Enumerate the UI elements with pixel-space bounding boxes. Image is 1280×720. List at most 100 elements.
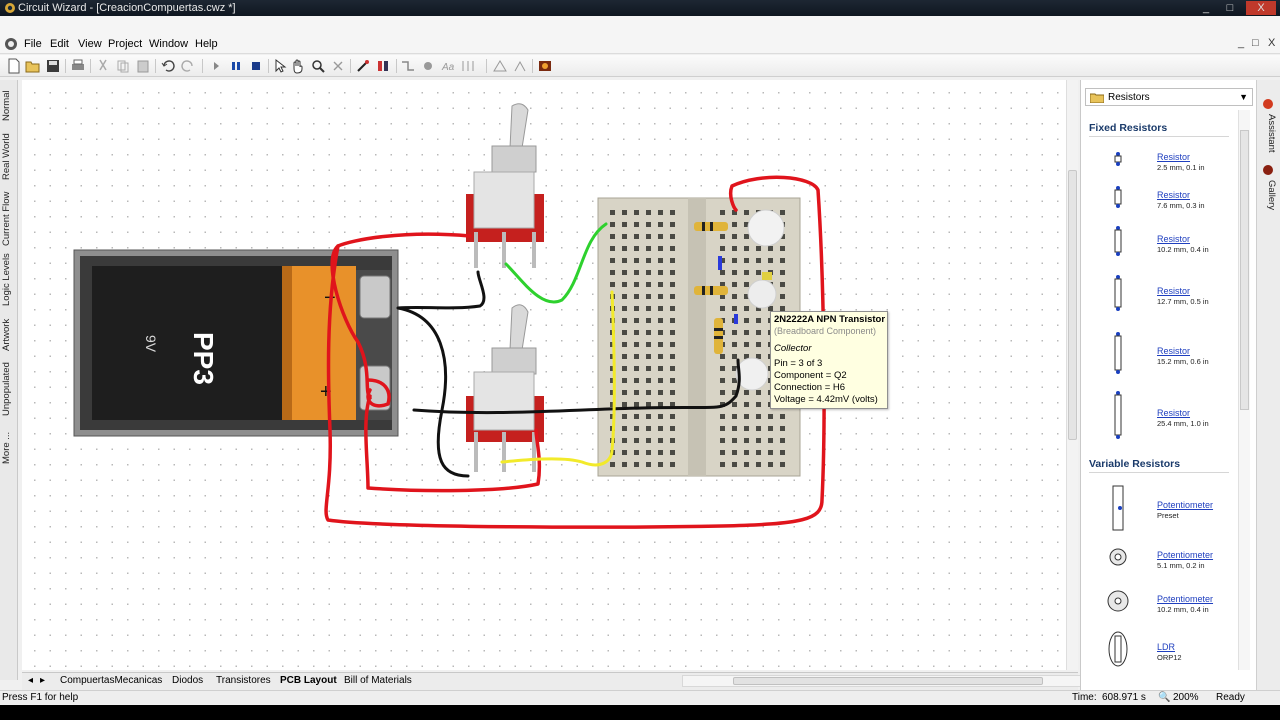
- transistor-q3[interactable]: [735, 357, 769, 391]
- mdi-restore-button[interactable]: □: [1252, 37, 1259, 49]
- tab-scroll-right-icon[interactable]: ▸: [40, 675, 46, 686]
- copy-icon[interactable]: [115, 58, 131, 74]
- tab-logic-levels[interactable]: Logic Levels: [1, 253, 12, 307]
- step-icon[interactable]: [208, 58, 224, 74]
- gallery-item-name[interactable]: Potentiometer: [1157, 594, 1214, 604]
- gallery-item-name[interactable]: Resistor: [1157, 286, 1191, 296]
- cut-icon[interactable]: [95, 58, 111, 74]
- tab-assistant[interactable]: Assistant: [1266, 114, 1277, 153]
- breadboard-hole: [622, 258, 627, 263]
- transistor-q2[interactable]: [747, 279, 777, 309]
- zoom-icon[interactable]: [310, 58, 326, 74]
- pan-icon[interactable]: [290, 58, 306, 74]
- menu-file[interactable]: File: [24, 38, 42, 50]
- gallery-item-name[interactable]: Resistor: [1157, 234, 1191, 244]
- tab-compuertas-mecanicas[interactable]: CompuertasMecanicas: [60, 675, 163, 686]
- redo-icon[interactable]: [180, 58, 196, 74]
- gallery-item-size: 25.4 mm, 1.0 in: [1157, 419, 1209, 428]
- zoom-icon-status[interactable]: 🔍: [1158, 692, 1171, 703]
- wires[interactable]: [324, 175, 826, 529]
- gallery-scrollbar[interactable]: [1238, 110, 1250, 670]
- gallery-item-name[interactable]: Resistor: [1157, 190, 1191, 200]
- tab-real-world[interactable]: Real World: [1, 133, 12, 181]
- component-icon[interactable]: [375, 58, 391, 74]
- junction-icon[interactable]: [420, 58, 436, 74]
- gallery-item-name[interactable]: Potentiometer: [1157, 500, 1214, 510]
- tab-transistores[interactable]: Transistores: [216, 675, 271, 686]
- gallery-icon[interactable]: [537, 58, 553, 74]
- scrollbar-thumb[interactable]: [1068, 170, 1077, 440]
- breadboard-hole: [744, 318, 749, 323]
- circuit-canvas[interactable]: PP3 9V − +: [22, 80, 1068, 670]
- toggle-switch-bottom[interactable]: [466, 304, 544, 472]
- minimize-button[interactable]: _: [1202, 2, 1210, 14]
- resistor-r3[interactable]: [714, 318, 723, 354]
- resistor-r1[interactable]: [694, 222, 728, 231]
- tab-pcb-layout[interactable]: PCB Layout: [280, 675, 337, 686]
- mdi-minimize-button[interactable]: _: [1238, 37, 1245, 49]
- close-button[interactable]: X: [1246, 1, 1276, 15]
- status-zoom[interactable]: 200%: [1173, 692, 1199, 703]
- gallery-item-name[interactable]: Potentiometer: [1157, 550, 1214, 560]
- delete-icon[interactable]: [330, 58, 346, 74]
- scrollbar-thumb[interactable]: [733, 677, 1043, 685]
- menu-edit[interactable]: Edit: [50, 38, 69, 50]
- probe-icon[interactable]: [355, 58, 371, 74]
- battery-pp3[interactable]: PP3 9V − +: [73, 249, 399, 437]
- resistor-r2[interactable]: [694, 286, 728, 295]
- toggle-switch-top[interactable]: [466, 103, 544, 268]
- menu-help[interactable]: Help: [195, 38, 218, 50]
- open-icon[interactable]: [25, 58, 41, 74]
- wire-icon[interactable]: [400, 58, 416, 74]
- print-icon[interactable]: [70, 58, 86, 74]
- scrollbar-thumb[interactable]: [1240, 130, 1249, 410]
- align-icon[interactable]: [460, 58, 476, 74]
- transistor-q1[interactable]: [747, 209, 785, 247]
- tab-more[interactable]: More ...: [1, 431, 12, 465]
- menu-view[interactable]: View: [78, 38, 102, 50]
- flip-icon[interactable]: [492, 58, 508, 74]
- save-icon[interactable]: [45, 58, 61, 74]
- gallery-item-name[interactable]: LDR: [1157, 642, 1176, 652]
- document-logo-icon[interactable]: [4, 37, 18, 51]
- menu-project[interactable]: Project: [108, 38, 143, 50]
- breadboard-hole: [768, 414, 773, 419]
- pause-icon[interactable]: [228, 58, 244, 74]
- tab-normal[interactable]: Normal: [1, 90, 12, 122]
- category-dropdown[interactable]: Resistors ▼: [1085, 88, 1253, 106]
- resistor-icon: [1114, 226, 1122, 256]
- tab-bill-of-materials[interactable]: Bill of Materials: [344, 675, 412, 686]
- gallery-item-name[interactable]: Resistor: [1157, 408, 1191, 418]
- select-icon[interactable]: [272, 58, 288, 74]
- tab-current-flow[interactable]: Current Flow: [1, 191, 12, 247]
- gallery-item-name[interactable]: Resistor: [1157, 346, 1191, 356]
- undo-icon[interactable]: [160, 58, 176, 74]
- rotate-icon[interactable]: [512, 58, 528, 74]
- paste-icon[interactable]: [135, 58, 151, 74]
- canvas-horizontal-scrollbar[interactable]: [682, 675, 1082, 687]
- maximize-button[interactable]: □: [1226, 2, 1234, 14]
- gallery-item-name[interactable]: Resistor: [1157, 152, 1191, 162]
- new-icon[interactable]: [6, 58, 22, 74]
- tab-diodos[interactable]: Diodos: [172, 675, 204, 686]
- tab-scroll-left-icon[interactable]: ◂: [28, 675, 34, 686]
- tab-artwork[interactable]: Artwork: [1, 318, 12, 352]
- breadboard-hole: [670, 234, 675, 239]
- menu-window[interactable]: Window: [149, 38, 189, 50]
- mdi-close-button[interactable]: X: [1268, 37, 1276, 49]
- text-icon[interactable]: Aa: [440, 58, 456, 74]
- tab-gallery[interactable]: Gallery: [1266, 180, 1277, 211]
- canvas-vertical-scrollbar[interactable]: [1066, 80, 1078, 670]
- stop-icon[interactable]: [248, 58, 264, 74]
- tab-unpopulated[interactable]: Unpopulated: [1, 362, 12, 416]
